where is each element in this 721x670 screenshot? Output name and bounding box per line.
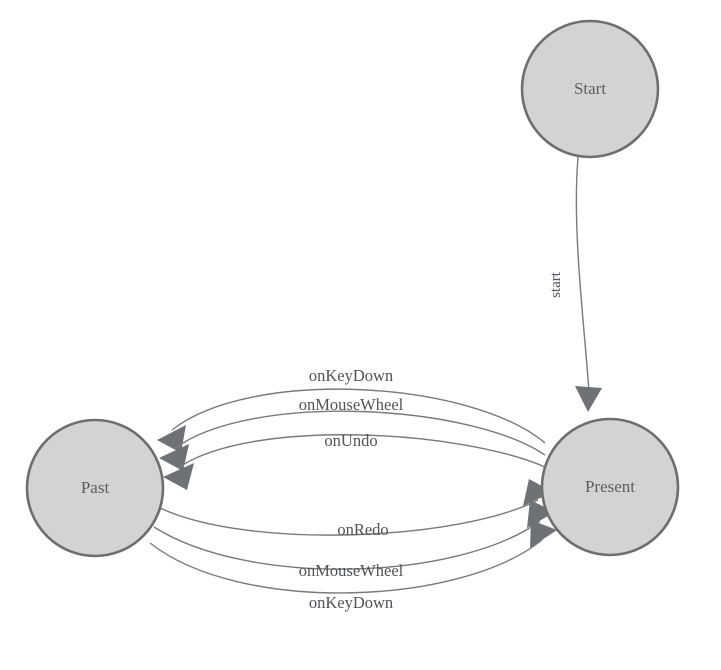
- node-start[interactable]: Start: [520, 19, 660, 159]
- edge-label-e-present-past-undo: onUndo: [324, 431, 377, 450]
- edge-line: [173, 410, 546, 456]
- node-label-present: Present: [585, 477, 635, 496]
- edge-line: [575, 156, 590, 393]
- arrowhead-icon: [163, 463, 194, 490]
- edge-e-present-past-undo[interactable]: [163, 434, 546, 490]
- edge-e-start-present[interactable]: [575, 156, 602, 412]
- node-circle-past: [25, 418, 165, 558]
- node-circle-start: [520, 19, 660, 159]
- edge-line: [149, 539, 543, 594]
- node-present[interactable]: Present: [540, 417, 680, 557]
- edge-line: [159, 499, 539, 536]
- edge-e-present-past-mousewheel[interactable]: [159, 410, 546, 471]
- node-past[interactable]: Past: [25, 418, 165, 558]
- edge-label-e-past-present-redo: onRedo: [337, 520, 388, 539]
- node-label-start: Start: [574, 79, 606, 98]
- arrowhead-icon: [523, 479, 553, 506]
- edge-e-past-present-redo[interactable]: [159, 479, 553, 536]
- edge-label-e-present-past-mousewheel: onMouseWheel: [299, 395, 404, 414]
- edge-line: [153, 520, 541, 570]
- edge-label-e-past-present-mousewheel: onMouseWheel: [299, 561, 404, 580]
- arrowhead-icon: [527, 500, 555, 528]
- edge-line: [177, 434, 546, 469]
- edges-layer: [149, 156, 602, 594]
- edge-e-past-present-keydown[interactable]: [149, 520, 557, 594]
- arrowhead-icon: [159, 444, 189, 471]
- edge-label-e-past-present-keydown: onKeyDown: [309, 593, 393, 612]
- edge-label-e-start-present: start: [548, 271, 564, 298]
- arrowhead-icon: [575, 386, 602, 412]
- edge-e-past-present-mousewheel[interactable]: [153, 500, 555, 570]
- node-circle-present: [540, 417, 680, 557]
- arrowhead-icon: [530, 520, 557, 548]
- edge-label-e-present-past-keydown: onKeyDown: [309, 366, 393, 385]
- edge-labels-layer: start onKeyDown onMouseWheel onUndo onRedo on…: [299, 271, 564, 612]
- node-label-past: Past: [81, 478, 110, 497]
- edge-line: [171, 388, 546, 444]
